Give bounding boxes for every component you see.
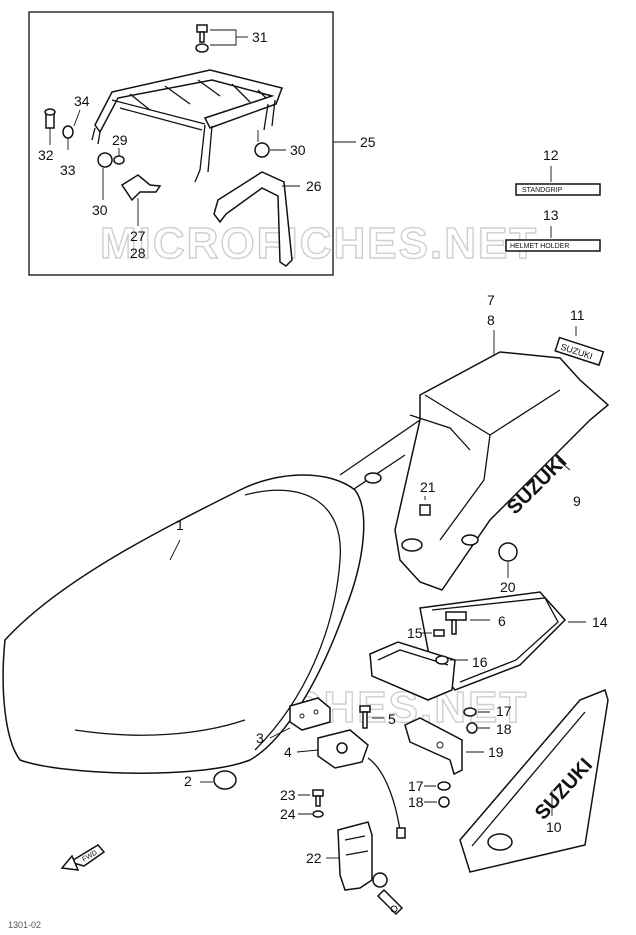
nut-29-30-left xyxy=(97,148,125,200)
bolt-31 xyxy=(195,24,248,53)
bolt-32-34 xyxy=(44,108,81,150)
label-5: 5 xyxy=(388,711,396,727)
bolt-5 xyxy=(359,705,384,729)
rear-carrier xyxy=(91,69,283,183)
watermark-top: MICROFICHES.NET xyxy=(100,219,538,268)
nut-20 xyxy=(498,542,518,578)
label-8: 8 xyxy=(487,312,495,328)
label-1: 1 xyxy=(176,517,184,533)
screw-21 xyxy=(419,496,431,516)
stand-grip-decal: STANDGRIP xyxy=(515,183,601,196)
label-31: 31 xyxy=(252,29,268,45)
label-7: 7 xyxy=(487,292,495,308)
seat xyxy=(2,474,365,774)
stand-grip-text: STANDGRIP xyxy=(522,187,563,194)
label-22: 22 xyxy=(306,850,322,866)
label-26: 26 xyxy=(306,178,322,194)
label-19: 19 xyxy=(488,744,504,760)
label-4: 4 xyxy=(284,744,292,760)
lock-bracket xyxy=(369,641,456,701)
carrier-inset-frame xyxy=(28,11,334,276)
label-29: 29 xyxy=(112,132,128,148)
lock-cylinder-22 xyxy=(337,821,404,916)
cap-2 xyxy=(213,770,237,790)
label-30-right: 30 xyxy=(290,142,306,158)
washer-nut-17-18-upper xyxy=(463,707,490,734)
cushion-3 xyxy=(289,697,331,731)
label-30-left: 30 xyxy=(92,202,108,218)
label-15: 15 xyxy=(407,625,423,641)
seat-tail-cowl: SUZUKI xyxy=(339,351,610,591)
label-20: 20 xyxy=(500,579,516,595)
label-11: 11 xyxy=(570,307,585,323)
label-21: 21 xyxy=(420,479,436,495)
seat-lock-4 xyxy=(317,729,406,839)
label-33: 33 xyxy=(60,162,76,178)
nut-30-right xyxy=(254,130,286,158)
helmet-holder-text: HELMET HOLDER xyxy=(510,243,569,250)
suzuki-small-decal: SUZUKI xyxy=(554,336,605,367)
label-10: 10 xyxy=(546,819,562,835)
helmet-holder-decal: HELMET HOLDER xyxy=(505,239,601,252)
fwd-arrow: FWD xyxy=(60,844,106,871)
screw-15 xyxy=(420,629,445,637)
label-27: 27 xyxy=(130,228,146,244)
label-14: 14 xyxy=(592,614,608,630)
label-12: 12 xyxy=(543,147,559,163)
bolt-6 xyxy=(445,611,490,635)
label-32: 32 xyxy=(38,147,54,163)
carrier-bracket xyxy=(213,171,293,267)
label-3: 3 xyxy=(256,730,264,746)
label-16: 16 xyxy=(472,654,488,670)
label-17-lower: 17 xyxy=(408,778,424,794)
label-25: 25 xyxy=(360,134,376,150)
label-18-lower: 18 xyxy=(408,794,424,810)
footer-code: 1301-02 xyxy=(8,920,41,930)
label-2: 2 xyxy=(184,773,192,789)
washer-nut-17-18-lower xyxy=(424,781,451,808)
label-17-upper: 17 xyxy=(496,703,512,719)
label-23: 23 xyxy=(280,787,296,803)
label-18-upper: 18 xyxy=(496,721,512,737)
label-24: 24 xyxy=(280,806,296,822)
label-28: 28 xyxy=(130,245,146,261)
label-6: 6 xyxy=(498,613,506,629)
bolt-23-24 xyxy=(298,789,324,818)
label-13: 13 xyxy=(543,207,559,223)
label-9: 9 xyxy=(573,493,581,509)
washer-16 xyxy=(435,655,468,665)
bracket-19 xyxy=(404,717,484,776)
clip-27-28 xyxy=(120,174,162,202)
side-strip-10: SUZUKI xyxy=(459,688,609,873)
label-34: 34 xyxy=(74,93,90,109)
